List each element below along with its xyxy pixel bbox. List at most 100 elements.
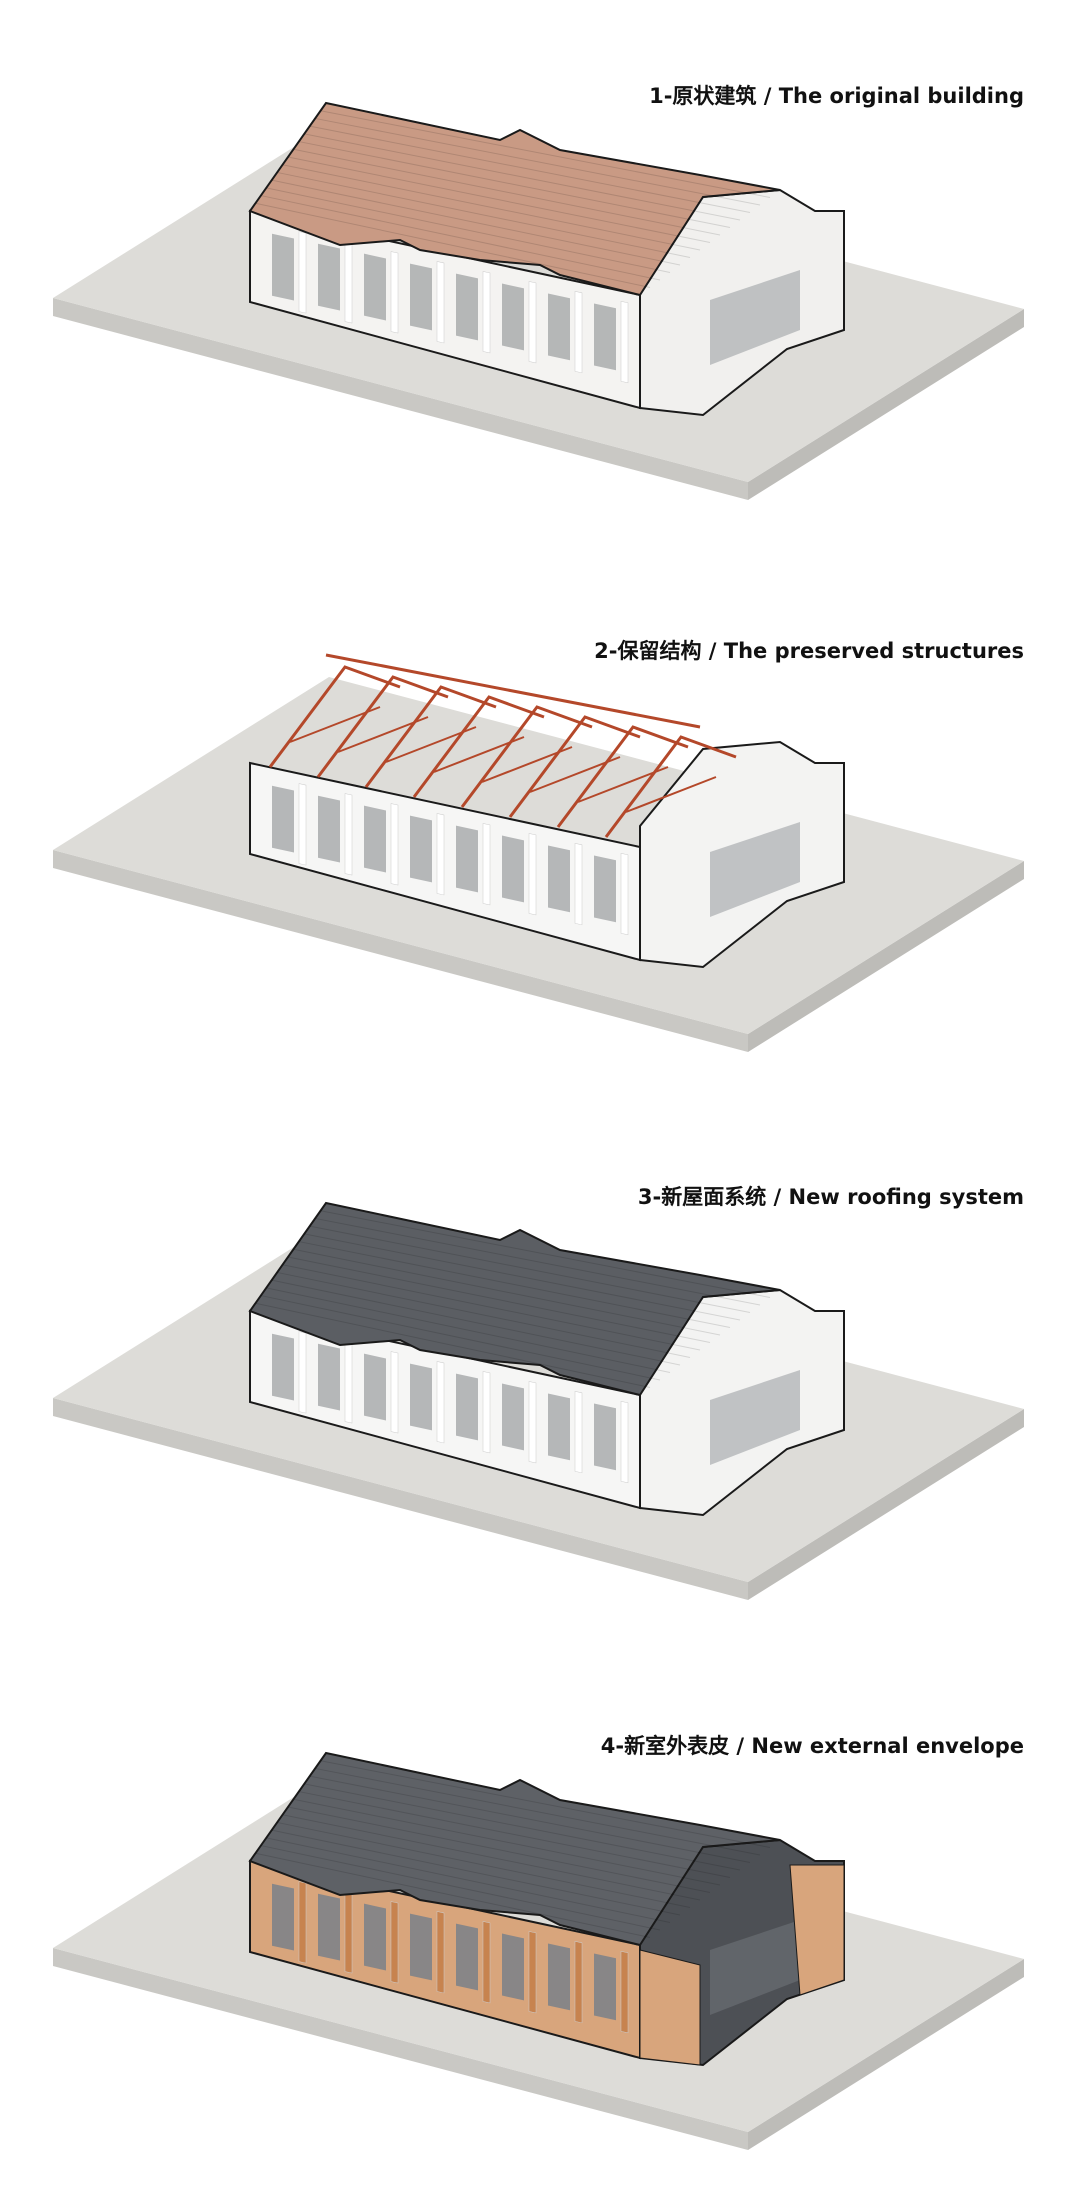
window — [410, 263, 432, 331]
roof-truss — [268, 665, 401, 768]
window — [548, 1393, 570, 1461]
pilaster — [620, 853, 629, 936]
pilaster — [528, 1381, 537, 1464]
window — [318, 795, 340, 863]
pilaster — [482, 823, 491, 906]
roof-tile-line — [266, 1287, 671, 1373]
pilaster — [528, 281, 537, 364]
panel-1-title: 1-原状建筑 / The original building — [649, 84, 1024, 108]
roof-tile-line — [320, 1210, 771, 1298]
pilaster — [390, 251, 399, 334]
pilaster — [482, 1921, 491, 2004]
roof-texture — [255, 1210, 771, 1388]
slab-front-side — [53, 1948, 748, 2150]
roof-tile-line — [271, 1829, 681, 1916]
roof-tile-line — [304, 133, 741, 221]
roof-tile-line — [271, 179, 681, 266]
pilaster — [436, 813, 445, 896]
window — [364, 1903, 386, 1971]
roof-truss — [556, 725, 689, 828]
roof-truss — [364, 685, 497, 788]
roof-tile-line — [260, 195, 661, 281]
roof-tile-line — [277, 1271, 691, 1358]
facade-windows — [272, 1881, 629, 2034]
preserved-structures-diagram — [53, 653, 1024, 1052]
facade-windows — [272, 231, 629, 384]
pilaster — [436, 261, 445, 344]
wing-glazing — [710, 270, 800, 365]
roof-texture — [255, 1760, 771, 1938]
roof-truss — [604, 735, 737, 838]
slab-right-side — [748, 861, 1024, 1052]
window — [364, 253, 386, 321]
roof-tile-line — [255, 1852, 651, 1938]
panel-3-title: 3-新屋面系统 / New roofing system — [637, 1185, 1024, 1209]
window — [502, 283, 524, 351]
window — [318, 243, 340, 311]
pilaster — [528, 833, 537, 916]
window — [502, 835, 524, 903]
window — [502, 1933, 524, 2001]
roof-tile-line — [293, 148, 721, 236]
window — [272, 785, 294, 853]
window — [272, 1333, 294, 1401]
slab-right-side — [748, 1409, 1024, 1600]
roof-truss — [508, 715, 641, 818]
roof-tile-line — [282, 1264, 701, 1351]
pilaster — [620, 1951, 629, 2034]
roof-tile-line — [298, 1791, 731, 1878]
pilaster — [482, 271, 491, 354]
pilaster — [298, 1881, 307, 1964]
roof — [248, 101, 781, 297]
pilaster — [344, 793, 353, 876]
slab-right-side — [748, 1959, 1024, 2150]
wing-glazing — [710, 1920, 800, 2015]
pilaster — [574, 291, 583, 374]
truss-brace — [625, 776, 717, 813]
roof-tile-line — [260, 1295, 661, 1381]
panel-2-title: 2-保留结构 / The preserved structures — [594, 639, 1024, 663]
roof-tile-line — [266, 187, 671, 273]
roof-tile-line — [315, 1767, 761, 1856]
roof-tile-line — [293, 1248, 721, 1336]
window — [364, 805, 386, 873]
window — [410, 1363, 432, 1431]
roof-tile-line — [287, 1806, 711, 1893]
slab-front-side — [53, 1398, 748, 1600]
roof — [248, 1201, 781, 1397]
pilaster — [390, 1901, 399, 1984]
pilaster — [574, 1941, 583, 2024]
roof-tile-line — [309, 1775, 751, 1863]
pilaster — [620, 1401, 629, 1484]
window — [410, 1913, 432, 1981]
pilaster — [436, 1361, 445, 1444]
roof-truss — [316, 675, 449, 778]
pilaster — [482, 1371, 491, 1454]
pilaster — [436, 1911, 445, 1994]
wing-end-cladding — [789, 1864, 845, 1996]
roof-tile-line — [266, 1837, 671, 1923]
roof-tile-line — [320, 110, 771, 198]
window — [594, 855, 616, 923]
window — [364, 1353, 386, 1421]
roof-truss — [460, 705, 593, 808]
facade-windows — [272, 1331, 629, 1484]
slab-front-side — [53, 850, 748, 1052]
roof-tile-line — [287, 156, 711, 243]
pilaster — [574, 843, 583, 926]
roof-tile-line — [320, 1760, 771, 1848]
pilaster — [620, 301, 629, 384]
window — [456, 1923, 478, 1991]
window — [594, 1403, 616, 1471]
window — [594, 1953, 616, 2021]
window — [456, 825, 478, 893]
pilaster — [574, 1391, 583, 1474]
window — [456, 273, 478, 341]
window — [548, 293, 570, 361]
ridge-beam — [325, 653, 701, 729]
pilaster — [298, 231, 307, 314]
facade-windows — [272, 783, 629, 936]
pilaster — [344, 1891, 353, 1974]
roof-tile-line — [309, 125, 751, 213]
window — [318, 1343, 340, 1411]
